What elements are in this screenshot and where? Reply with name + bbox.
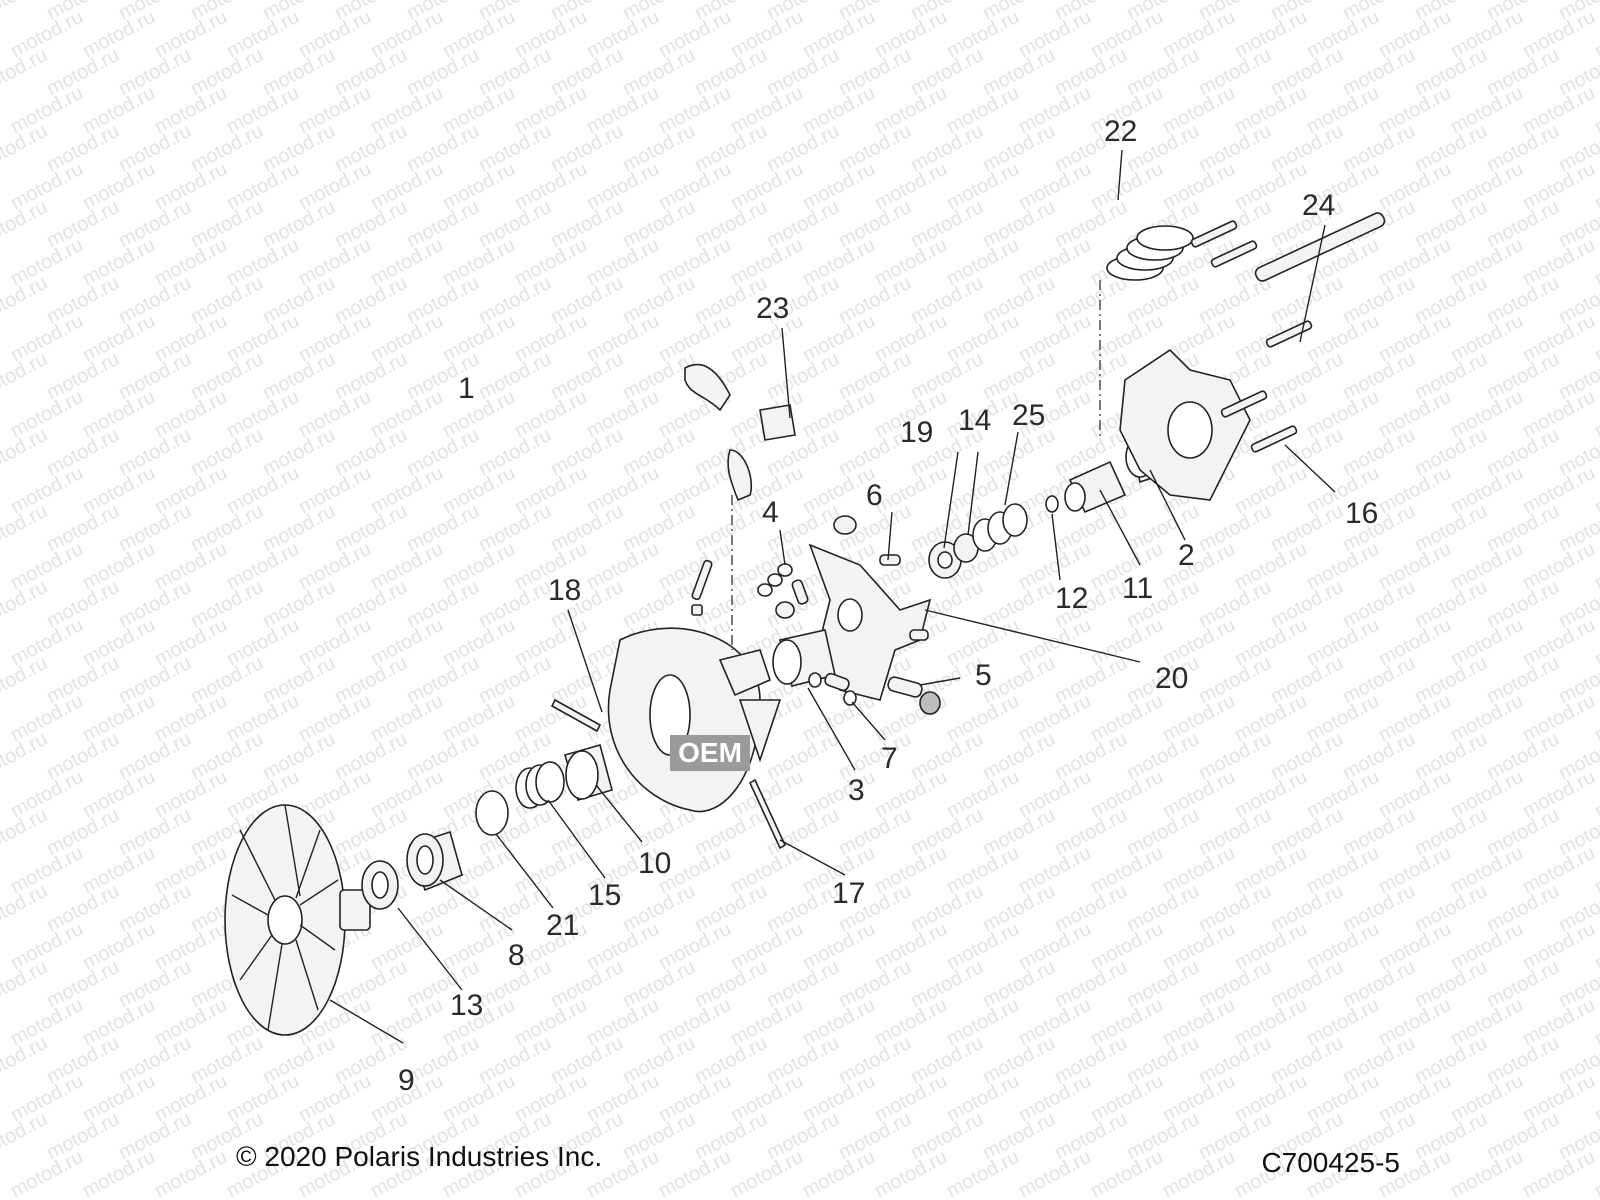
callout-2: 2 [1178,539,1195,572]
watermark-text: motod.ru [0,1032,51,1088]
roller-5-part [887,676,941,715]
callout-11: 11 [1122,572,1153,605]
watermark-text: motod.ru [0,272,51,328]
weight-23-part [684,363,796,616]
callout-3: 3 [848,774,865,807]
spring-22-part [1106,225,1194,281]
callout-16: 16 [1345,497,1378,530]
watermark-text: motod.ru [0,0,51,24]
callout-5: 5 [975,659,992,692]
watermark-text: motod.ru [0,804,51,860]
leader-lines [329,149,1336,1044]
pin-17-part [748,778,787,850]
callout-12: 12 [1055,582,1088,615]
cover-plate-part [1119,348,1251,501]
fan-sheave-part [224,804,371,1036]
callout-22: 22 [1104,115,1137,148]
oem-badge: OEM [670,735,750,771]
callout-17: 17 [832,877,865,910]
watermark-text: motod.ru [0,348,51,404]
bushing-housing-8-part [406,830,463,892]
callout-14: 14 [958,404,991,437]
callout-7: 7 [881,742,898,775]
callout-9: 9 [398,1064,415,1097]
snap-ring-21-part [475,790,509,836]
washers-19-14-25-part [928,503,1028,579]
spring-15-part [515,761,565,809]
callout-15: 15 [588,879,621,912]
pin-7-part [808,672,857,706]
watermark-text: motod.ru [0,500,51,556]
bolts-16-part [1190,220,1313,453]
watermark-text: motod.ru [0,880,51,936]
callout-8: 8 [508,939,525,972]
callout-6: 6 [866,479,883,512]
diagram-code: C700425-5 [1261,1147,1400,1178]
ring-12-part [1045,495,1059,513]
callout-24: 24 [1302,189,1335,222]
watermark-text: motod.ru [0,120,51,176]
callout-25: 25 [1012,399,1045,432]
watermark-text: motod.ru [0,652,51,708]
callout-labels: 1 2 3 4 5 6 7 8 9 10 11 12 13 14 15 16 1… [398,115,1378,1097]
callout-23: 23 [756,292,789,325]
callout-13: 13 [450,989,483,1022]
watermark-text: motod.ru [0,44,51,100]
watermark-text: motod.ru [0,424,51,480]
callout-1: 1 [458,372,475,405]
callout-20: 20 [1155,662,1188,695]
callout-4: 4 [762,496,779,529]
callout-19: 19 [900,416,933,449]
sleeve-11-part [1064,460,1127,514]
callout-10: 10 [638,847,671,880]
watermark-text: motod.ru [0,196,51,252]
watermark-text: motod.ru [0,1108,51,1164]
washer-13-part [361,860,399,910]
copyright-text: © 2020 Polaris Industries Inc. [236,1141,603,1172]
spider-20-part [808,515,932,701]
watermark-text: motod.ru [0,956,51,1012]
pin-18-part [550,698,602,733]
bushing-3-part [772,629,836,687]
bushing-10-part [564,744,613,801]
watermark-text: motod.ru [0,576,51,632]
callout-18: 18 [548,574,581,607]
watermark-text: motod.ru [0,728,51,784]
callout-21: 21 [546,909,579,942]
